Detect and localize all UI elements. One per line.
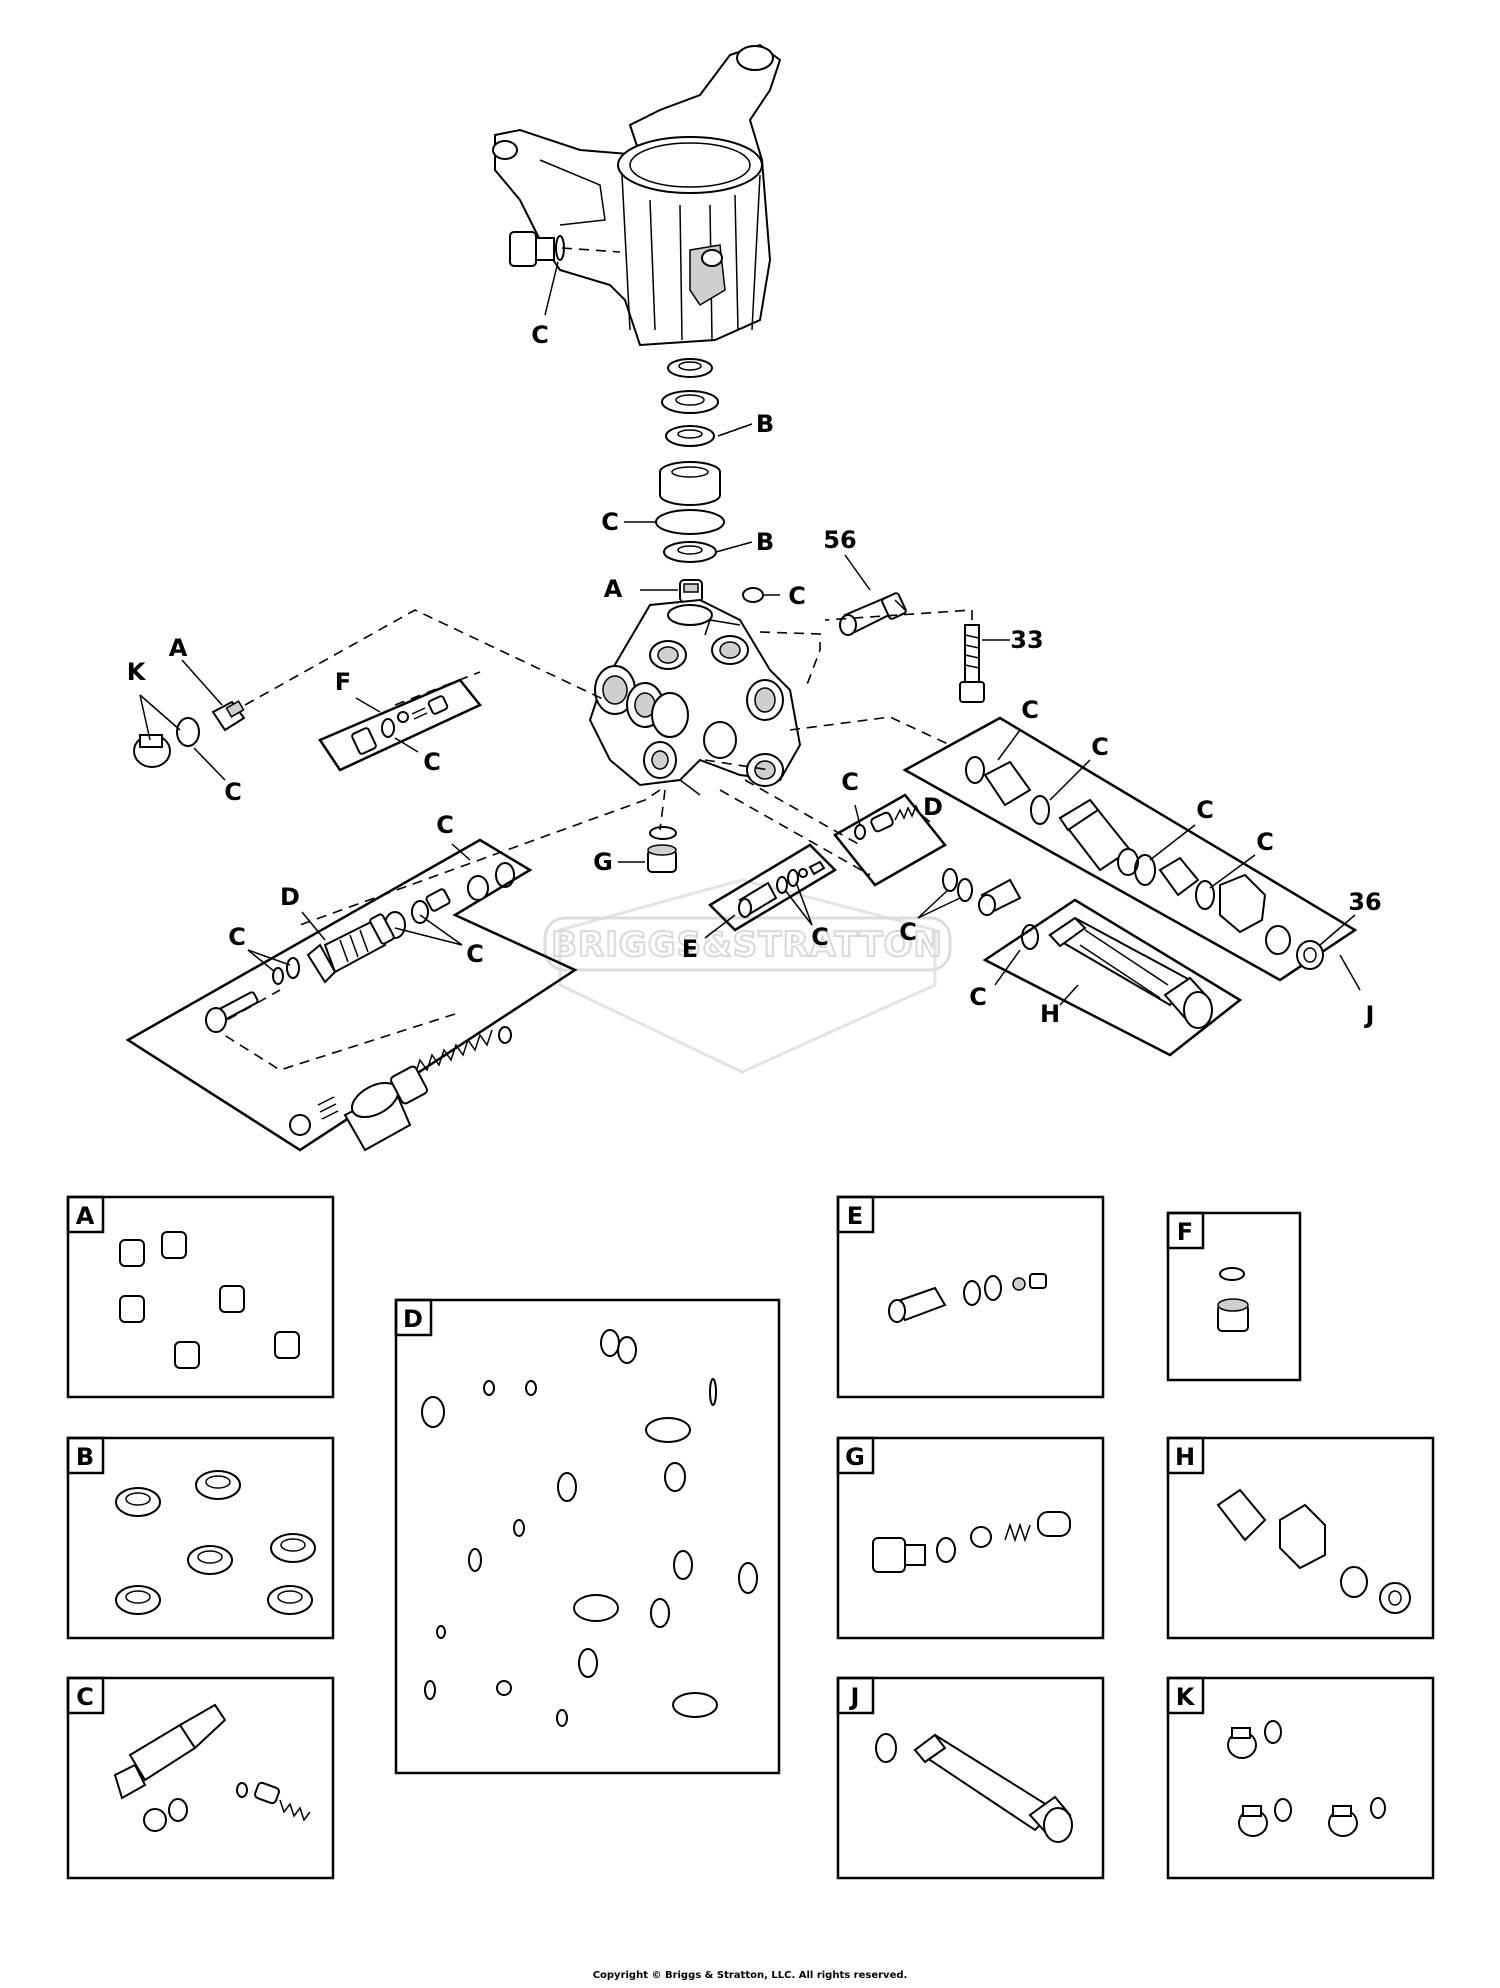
callout-c-d-left: C (228, 923, 246, 951)
callout-j: J (1364, 1001, 1375, 1029)
callout-c-cap: C (788, 582, 806, 610)
callout-k: K (127, 658, 147, 686)
bolt-33 (824, 609, 985, 703)
callout-33: 33 (1010, 626, 1043, 654)
kit-panel-d: C (66, 1676, 335, 1880)
callout-c-j1: C (1021, 696, 1039, 724)
callout-c-j4: C (1256, 828, 1274, 856)
plug-g (647, 826, 677, 873)
kit-panel-c-label: D (403, 1305, 423, 1333)
callout-56: 56 (823, 526, 856, 554)
pump-manifold (588, 598, 802, 796)
kit-panel-f-label: G (845, 1443, 865, 1471)
kit-panel-e-label: E (847, 1202, 863, 1230)
housing-side-plug (509, 231, 621, 316)
kit-panel-k-label: K (1176, 1683, 1196, 1711)
kit-d-assembly (125, 838, 578, 1152)
kit-panel-b-label: B (76, 1443, 94, 1471)
kit-panel-a-label: A (76, 1202, 95, 1230)
callout-c-e: C (811, 923, 829, 951)
callout-g: G (593, 848, 613, 876)
watermark: BRIGGS&STRATTON (543, 878, 952, 1074)
kit-panel-j-label: H (1175, 1443, 1195, 1471)
kit-panel-j: H (1166, 1436, 1435, 1640)
callout-c-d-top: C (436, 811, 454, 839)
callout-c-housing: C (531, 321, 549, 349)
cap-plug (742, 587, 764, 603)
kit-f-assembly (318, 678, 482, 772)
callout-b-lower: B (756, 528, 774, 556)
callout-a-left: A (169, 634, 188, 662)
callout-c-mid: C (601, 508, 619, 536)
callout-36: 36 (1348, 888, 1381, 916)
kit-panel-g: F (1166, 1211, 1302, 1382)
callout-e: E (682, 935, 698, 963)
kit-panel-b: B (66, 1436, 335, 1640)
kit-panel-f: G (836, 1436, 1105, 1640)
callout-c-j2: C (1091, 733, 1109, 761)
rings-near-h (942, 868, 1022, 916)
callout-d-right: D (923, 793, 943, 821)
pump-housing (492, 43, 782, 347)
copyright-notice: Copyright © Briggs & Stratton, LLC. All … (593, 1970, 908, 1981)
fitting-56 (839, 592, 907, 636)
kit-panel-d-label: C (76, 1683, 94, 1711)
seal-stack (655, 358, 725, 563)
kit-panel-h-label: J (849, 1683, 860, 1711)
kit-panel-c: D (394, 1298, 781, 1775)
callout-f: F (335, 668, 351, 696)
callout-a-top: A (604, 575, 623, 603)
callout-c-left: C (224, 778, 242, 806)
callout-c-near-h: C (899, 918, 917, 946)
kit-d-right-assembly (833, 793, 947, 887)
kit-panel-g-label: F (1177, 1218, 1193, 1246)
kit-panel-e: E (836, 1195, 1105, 1399)
kit-panel-k: K (1166, 1676, 1435, 1880)
watermark-text: BRIGGS&STRATTON (551, 925, 943, 965)
kit-j-assembly (902, 716, 1358, 982)
callout-c-d-right-kit: C (841, 768, 859, 796)
kit-h-assembly (982, 898, 1243, 1057)
kit-panel-a: A (66, 1195, 335, 1399)
callout-c-d-right: C (466, 940, 484, 968)
kit-panel-h: J (836, 1676, 1105, 1880)
callout-d-left: D (280, 883, 300, 911)
left-plug-and-valve (133, 700, 246, 768)
check-valve-top (679, 579, 703, 603)
callout-b-upper: B (756, 410, 774, 438)
callout-h: H (1040, 1000, 1060, 1028)
callout-c-h: C (969, 983, 987, 1011)
callout-c-f: C (423, 748, 441, 776)
callout-c-j3: C (1196, 796, 1214, 824)
